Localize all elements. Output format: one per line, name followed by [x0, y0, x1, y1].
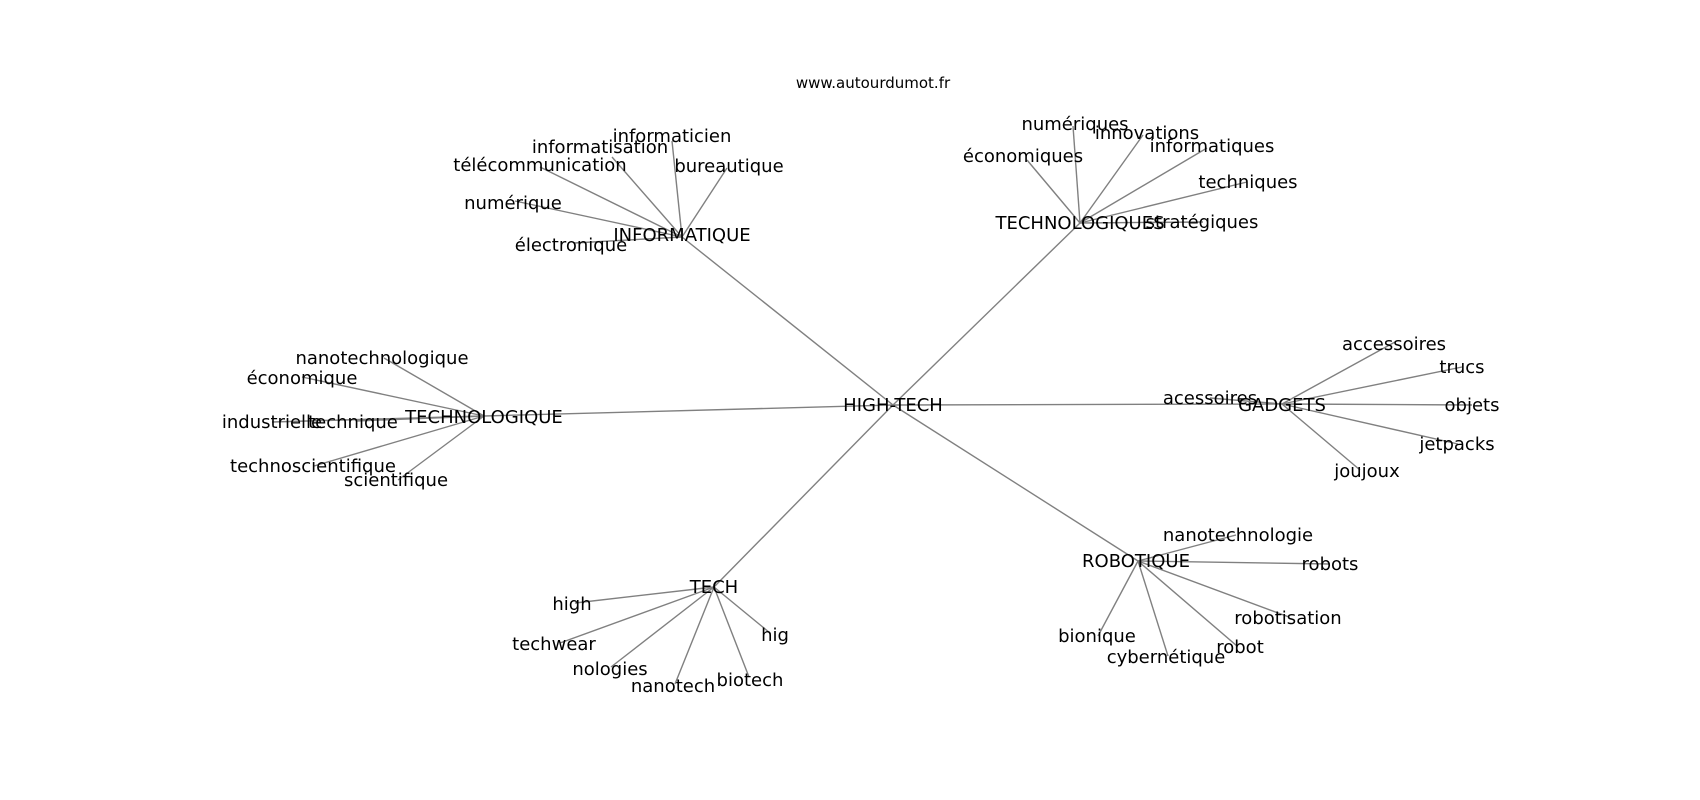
- edge-robotique-nanotechnologie: [1137, 534, 1237, 562]
- connector-lines: [271, 125, 1473, 685]
- word-accessoires: accessoires: [1342, 334, 1446, 355]
- word-cybernetique: cybernétique: [1107, 647, 1226, 668]
- word-numeriques: numériques: [1021, 114, 1128, 135]
- edge-informatique-numerique: [514, 200, 683, 238]
- edge-root-informatique: [681, 236, 894, 406]
- edge-technologiques-innovations: [1079, 134, 1144, 224]
- root-node-label: HIGH-TECH: [843, 395, 943, 416]
- word-strategiques: stratégiques: [1146, 212, 1259, 233]
- word-technique: technique: [308, 412, 398, 433]
- edge-technologiques-strategiques: [1079, 221, 1204, 224]
- edge-technologiques-numeriques: [1072, 125, 1081, 224]
- edge-informatique-telecommunication: [539, 166, 683, 238]
- word-telecommunication: télécommunication: [453, 155, 626, 176]
- word-scientifique: scientifique: [344, 470, 448, 491]
- edge-robotique-robotisation: [1137, 560, 1290, 618]
- edge-technologiques-techniques: [1079, 181, 1248, 224]
- word-bionique: bionique: [1058, 626, 1136, 647]
- edge-gadgets-accessoires: [1281, 341, 1396, 405]
- branch-label-technologiques: TECHNOLOGIQUES: [994, 213, 1164, 234]
- edge-gadgets-joujoux: [1281, 403, 1361, 471]
- word-robots: robots: [1302, 554, 1359, 575]
- edge-informatique-bureautique: [681, 167, 728, 238]
- branch-label-tech: TECH: [689, 577, 738, 598]
- edge-root-technologiques: [892, 222, 1081, 406]
- word-innovations: innovations: [1095, 123, 1199, 144]
- edge-robotique-cybernetique: [1137, 560, 1169, 657]
- edge-technologiques-economiques: [1026, 159, 1081, 224]
- word-electronique: électronique: [515, 235, 627, 256]
- branch-label-gadgets: GADGETS: [1238, 395, 1326, 416]
- edge-root-technologique: [483, 404, 894, 417]
- edge-gadgets-trucs: [1281, 366, 1463, 405]
- edge-informatique-informatisation: [611, 156, 683, 238]
- word-robot: robot: [1216, 637, 1264, 658]
- word-hig: hig: [761, 625, 789, 646]
- word-trucs: trucs: [1439, 357, 1484, 378]
- edge-tech-techwear: [559, 586, 715, 644]
- word-bureautique: bureautique: [674, 156, 783, 177]
- word-techniques: techniques: [1198, 172, 1297, 193]
- edge-gadgets-objets: [1281, 403, 1473, 406]
- edge-robotique-robots: [1137, 560, 1331, 565]
- edge-technologique-technoscientifique: [313, 415, 485, 467]
- word-informatisation: informatisation: [532, 137, 668, 158]
- word-economiques: économiques: [963, 146, 1083, 167]
- edge-informatique-electronique: [573, 236, 683, 244]
- edge-tech-nologies: [610, 586, 715, 668]
- edge-root-gadgets: [892, 403, 1283, 406]
- word-numerique: numérique: [464, 193, 562, 214]
- branch-label-technologique: TECHNOLOGIQUE: [404, 407, 563, 428]
- edge-root-tech: [713, 404, 894, 588]
- edge-gadgets-jetpacks: [1281, 403, 1459, 445]
- source-watermark: www.autourdumot.fr: [796, 74, 951, 92]
- word-nanotechnologique: nanotechnologique: [295, 348, 468, 369]
- edge-tech-biotech: [713, 586, 750, 678]
- edge-technologiques-informatiques: [1079, 147, 1208, 224]
- edge-tech-hig: [713, 586, 771, 634]
- word-nanotechnologie: nanotechnologie: [1163, 525, 1313, 546]
- word-informaticien: informaticien: [613, 126, 732, 147]
- edge-tech-high: [574, 586, 715, 604]
- edge-tech-nanotech: [674, 586, 715, 685]
- word-biotech: biotech: [717, 670, 784, 691]
- edge-informatique-informaticien: [671, 140, 683, 238]
- edge-technologique-technique: [355, 415, 485, 422]
- word-techwear: techwear: [512, 634, 596, 655]
- word-jetpacks: jetpacks: [1418, 434, 1494, 455]
- word-robotisation: robotisation: [1234, 608, 1341, 629]
- word-nanotech: nanotech: [631, 676, 715, 697]
- word-industrielle: industrielle: [222, 412, 322, 433]
- edge-technologique-nanotechnologique: [383, 357, 485, 417]
- word-high: high: [552, 594, 591, 615]
- word-acessoires: acessoires: [1163, 388, 1257, 409]
- word-joujoux: joujoux: [1333, 461, 1400, 482]
- edge-gadgets-acessoires: [1209, 397, 1283, 405]
- edge-technologique-scientifique: [397, 415, 485, 481]
- branch-label-informatique: INFORMATIQUE: [613, 225, 750, 246]
- edge-root-robotique: [892, 404, 1139, 562]
- word-informatiques: informatiques: [1150, 136, 1275, 157]
- branch-label-robotique: ROBOTIQUE: [1082, 551, 1190, 572]
- word-economique: économique: [247, 368, 358, 389]
- word-technoscientifique: technoscientifique: [230, 456, 396, 477]
- word-nologies: nologies: [572, 659, 647, 680]
- edge-robotique-bionique: [1097, 560, 1139, 637]
- edge-robotique-robot: [1137, 560, 1238, 647]
- word-objets: objets: [1445, 395, 1500, 416]
- edge-technologique-economique: [301, 376, 485, 417]
